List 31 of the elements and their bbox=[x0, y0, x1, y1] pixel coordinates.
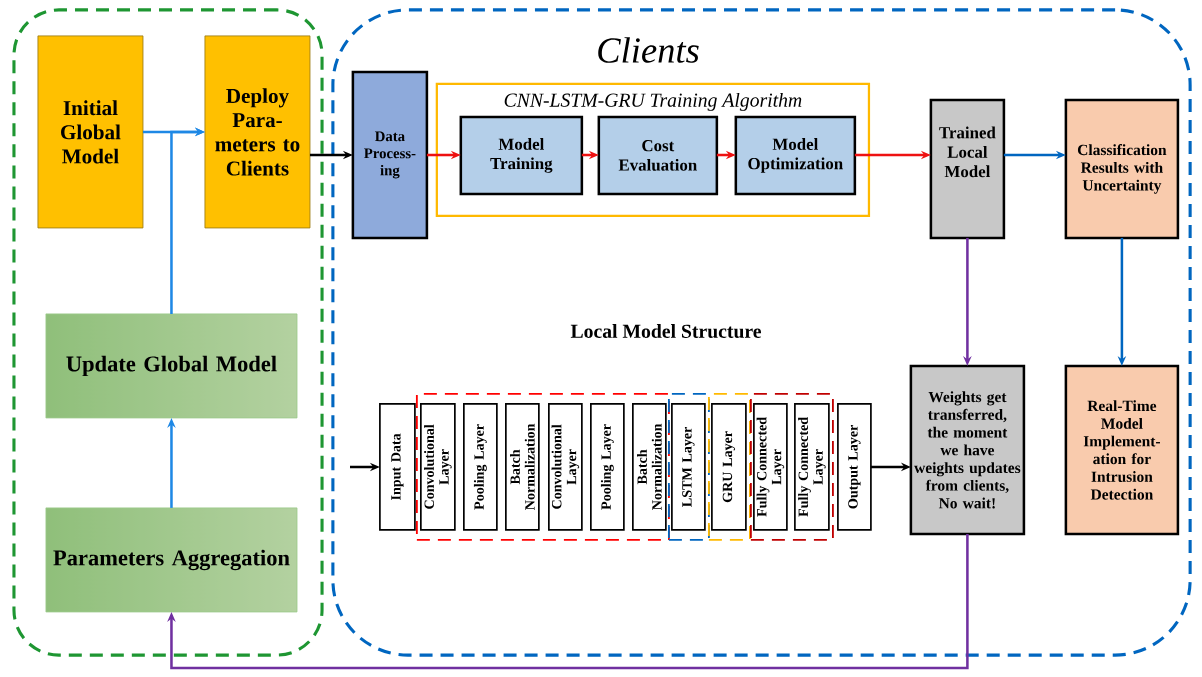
layer-box: Convolutional Layer bbox=[548, 403, 583, 531]
dashed-group-box bbox=[668, 393, 710, 541]
process-box: Model Optimization bbox=[734, 115, 857, 196]
layer-box: Output Layer bbox=[837, 403, 872, 531]
process-box: Model Training bbox=[459, 115, 584, 196]
process-box: Parameters Aggregation bbox=[45, 507, 298, 613]
process-box: Weights get transferred, the moment we have weights updates from clients, No wait! bbox=[909, 364, 1026, 536]
dashed-group-box bbox=[749, 393, 834, 541]
layer-box: GRU Layer bbox=[711, 403, 747, 531]
layer-box: Input Data bbox=[379, 403, 416, 531]
layer-box: Fully Connected Layer bbox=[794, 403, 830, 531]
layer-box: LSTM Layer bbox=[671, 403, 706, 531]
layer-box: Batch Normalization bbox=[505, 403, 540, 531]
process-box: Real-Time Model Implement- ation for Intrusion Detection bbox=[1064, 364, 1180, 536]
section-heading: Local Model Structure bbox=[570, 324, 761, 338]
process-box: Trained Local Model bbox=[929, 98, 1006, 240]
process-box: Data Process- ing bbox=[351, 70, 429, 240]
process-box: Classification Results with Uncertainty bbox=[1064, 98, 1180, 240]
layer-box: Convolutional Layer bbox=[420, 403, 456, 531]
process-box: Update Global Model bbox=[45, 313, 298, 419]
dashed-group-box bbox=[707, 393, 751, 541]
arrow bbox=[167, 533, 969, 670]
layer-box: Pooling Layer bbox=[463, 403, 498, 531]
dashed-group-box bbox=[12, 8, 324, 657]
layer-box: Batch Normalization bbox=[632, 403, 667, 531]
process-box: Deploy Para- meters to Clients bbox=[204, 35, 311, 229]
layer-box: Pooling Layer bbox=[590, 403, 625, 531]
process-box: Cost Evaluation bbox=[597, 115, 719, 196]
dashed-group-box bbox=[415, 393, 670, 541]
layer-box: Fully Connected Layer bbox=[753, 403, 788, 531]
process-box: Initial Global Model bbox=[37, 35, 144, 229]
